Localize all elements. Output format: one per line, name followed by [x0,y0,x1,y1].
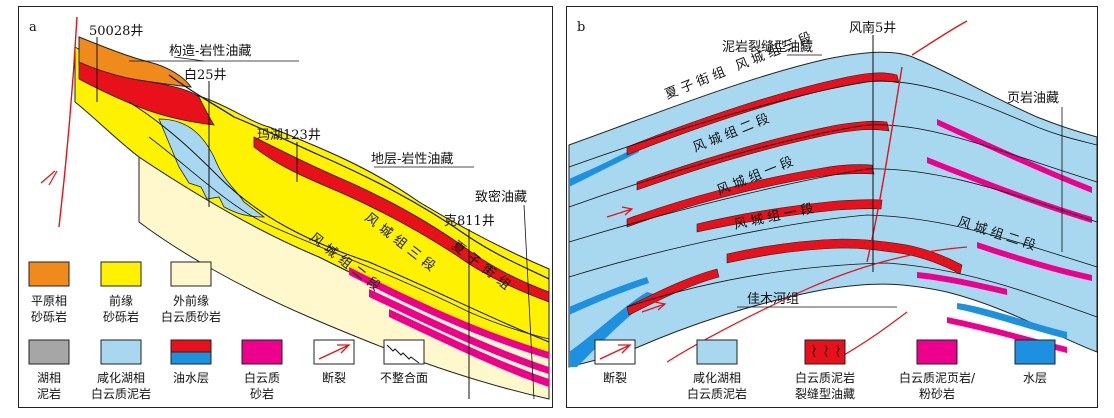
legend-label-front-1: 前缘 [109,293,133,308]
legend-label-unconformity: 不整合面 [380,370,428,385]
legend-swatch-lacustrine-mudstone [28,339,70,365]
legend-swatch-plain-conglomerate [28,261,70,287]
legend-label-lacustrine-1: 湖相 [37,370,61,385]
layer-line-2 [568,124,1098,208]
layer-line-4 [568,214,1098,278]
fault-left-arrow [40,170,58,186]
shale-stripe-1 [937,119,1092,193]
oil-band-4 [696,199,883,233]
layer-line-1 [568,80,1098,168]
legend-swatch-dolomitic-sandstone [241,339,283,365]
legend-swatch-water-layer [170,351,212,365]
fault-lower-mid [836,311,908,360]
structural-lithologic-label: 构造-岩性油藏 [169,44,251,59]
fault-lower-left [666,246,968,363]
legend-label-fault: 断裂 [322,370,346,385]
well-fengnan5-label: 风南5井 [849,20,896,36]
legend-swatch-saline-mudstone-b [696,339,738,365]
water-layer-right [957,303,1067,339]
stratigraphic-lithologic-label: 地层-岩性油藏 [371,152,453,167]
legend-label-dolo-sand-2: 砂岩 [250,386,274,401]
fault-arrow-2 [641,301,667,313]
layer-line-3 [568,168,1098,243]
legend-swatch-saline-mudstone [100,339,142,365]
water-layer-left-1 [569,147,639,187]
legend-b-label-saline-1: 咸化湖相 [693,370,741,385]
legend-b-label-fault: 断裂 [603,370,627,385]
legend-label-plain-1: 平原相 [31,294,67,308]
legend-fault-icon-b [599,344,632,360]
legend-b-label-shale-1: 白云质泥页岩/ [899,370,976,385]
mudstone-fracture-label: 泥岩裂缝型油藏 [722,40,813,55]
oil-layer-left [78,61,215,126]
water-layer-left-2 [569,277,649,315]
legend-label-saline-1: 咸化湖相 [97,370,145,385]
saline-mudstone-wedge [158,118,266,218]
unconformity-line [168,74,550,280]
legend-label-lacustrine-2: 泥岩 [37,386,61,401]
fault-arrow-1 [606,206,634,218]
shale-stripe-3 [977,242,1092,281]
fault-left [58,16,78,228]
panel-b-cross-section: b 风南5井 泥岩裂缝型油藏 页岩油藏 夏子街组 风城组三段 风城组二段 风城组… [568,20,1098,401]
well-mahu123-label: 玛湖123井 [257,128,321,143]
layer-line-5 [626,262,1098,318]
dolomitic-sandstone-stripe-2 [369,289,549,374]
well-bai25-label: 白25井 [184,67,227,83]
legend-label-saline-2: 白云质泥岩 [91,386,151,401]
oil-band-5 [726,238,963,275]
legend-label-outer-1: 外前缘 [173,293,209,308]
legend-label-dolo-sand-1: 白云质 [244,370,280,385]
legend-fracture-icon [812,344,840,358]
legend-swatch-front-conglomerate [100,261,142,287]
panel-a-cross-section: a 50028井 构造-岩性油藏 白25井 玛湖123井 地层-岩性油藏 致密油… [28,16,550,401]
legend-swatch-water-layer-b [1014,339,1056,365]
formation-jiamuhe-label: 佳木河组 [747,292,799,307]
legend-label-oil-water: 油水层 [173,371,209,385]
oil-band-6 [626,268,720,316]
oil-band-3 [626,164,875,228]
leader-tight [523,204,535,400]
panel-a: a 50028井 构造-岩性油藏 白25井 玛湖123井 地层-岩性油藏 致密油… [18,6,553,408]
front-conglomerate-body [74,46,550,358]
legend-b-label-fracture-2: 裂缝型油藏 [795,386,855,401]
legend-swatch-shale-siltstone [916,339,958,365]
legend-fault-icon [318,344,351,360]
fault-main [866,66,903,263]
legend-b-label-shale-2: 粉砂岩 [919,386,955,401]
panel-a-letter: a [29,20,37,35]
leader-structural [173,56,205,62]
well-50028-label: 50028井 [89,24,143,39]
legend-swatch-unconformity [383,339,425,365]
dolomitic-sandstone-stripe-1 [349,267,549,359]
fault-top-right [911,20,968,56]
layer-boundary-1 [128,101,550,343]
shale-stripe-4 [917,272,1007,295]
legend-unconformity-icon [386,344,420,364]
legend-swatch-outer-front [170,261,212,287]
legend-b-label-saline-2: 白云质泥岩 [687,386,747,401]
panel-b-letter: b [577,20,585,35]
panel-b: b 风南5井 泥岩裂缝型油藏 页岩油藏 夏子街组 风城组三段 风城组二段 风城组… [566,6,1098,408]
panel-a-legend: 平原相 砂砾岩 前缘 砂砾岩 外前缘 白云质砂岩 湖相 泥岩 咸化湖相 白云质泥… [28,261,428,401]
tight-oil-label: 致密油藏 [475,189,527,205]
oil-band-2 [636,120,890,191]
shale-oil-label: 页岩油藏 [1007,91,1059,106]
well-ke811-label: 克811井 [444,214,495,229]
legend-swatch-oil-layer [170,339,212,353]
oil-layer-slope [253,136,550,303]
legend-b-label-fracture-1: 白云质泥岩 [795,370,855,385]
legend-label-plain-2: 砂砾岩 [31,309,67,324]
panel-b-legend: 断裂 咸化湖相 白云质泥岩 白云质泥岩 裂缝型油藏 白云质泥页岩/ 粉砂岩 水层 [594,339,1056,401]
legend-label-front-2: 砂砾岩 [103,309,139,324]
layer-boundary-2 [148,136,550,340]
legend-b-label-water: 水层 [1023,371,1047,385]
legend-label-outer-2: 白云质砂岩 [161,309,221,324]
